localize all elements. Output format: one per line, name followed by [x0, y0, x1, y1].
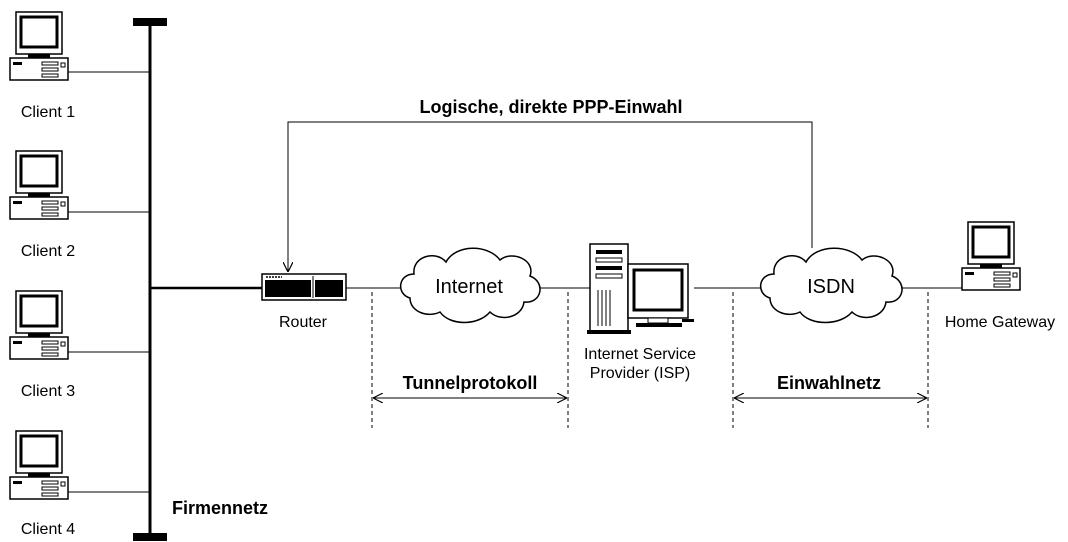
- corporate-network-label: Firmennetz: [172, 498, 269, 518]
- client-connections: [68, 71, 150, 493]
- segment-boundaries: [371, 292, 929, 428]
- client-2-computer-icon: [8, 149, 70, 221]
- isdn-cloud-label: ISDN: [807, 276, 855, 298]
- client-3-label: Client 3: [20, 383, 76, 400]
- router-label: Router: [278, 314, 328, 331]
- isp-monitor-icon: [627, 263, 694, 327]
- isdn-cloud-shape: [760, 247, 903, 324]
- router-icon: [261, 273, 347, 301]
- client-1-label: Client 1: [20, 104, 76, 121]
- client-4-label: Client 4: [20, 521, 76, 538]
- corporate-backbone: [133, 18, 167, 541]
- client-3-computer-icon: [8, 289, 70, 361]
- internet-cloud-label: Internet: [435, 276, 503, 298]
- isp-server-icon: [587, 243, 631, 334]
- client-4-computer-icon: [8, 429, 70, 501]
- internet-cloud-shape: [400, 247, 541, 324]
- isp-label: Internet Service Provider (ISP): [583, 346, 697, 382]
- ppp-connection-label: Logische, direkte PPP-Einwahl: [419, 97, 683, 117]
- home-gateway-label: Home Gateway: [944, 314, 1056, 331]
- home-gateway-computer-icon: [960, 220, 1022, 292]
- client-1-computer-icon: [8, 10, 70, 82]
- ppp-logical-connection: [288, 121, 813, 272]
- client-2-label: Client 2: [20, 243, 76, 260]
- dialup-segment-label: Einwahlnetz: [776, 373, 882, 393]
- tunnel-segment-label: Tunnelprotokoll: [402, 373, 538, 393]
